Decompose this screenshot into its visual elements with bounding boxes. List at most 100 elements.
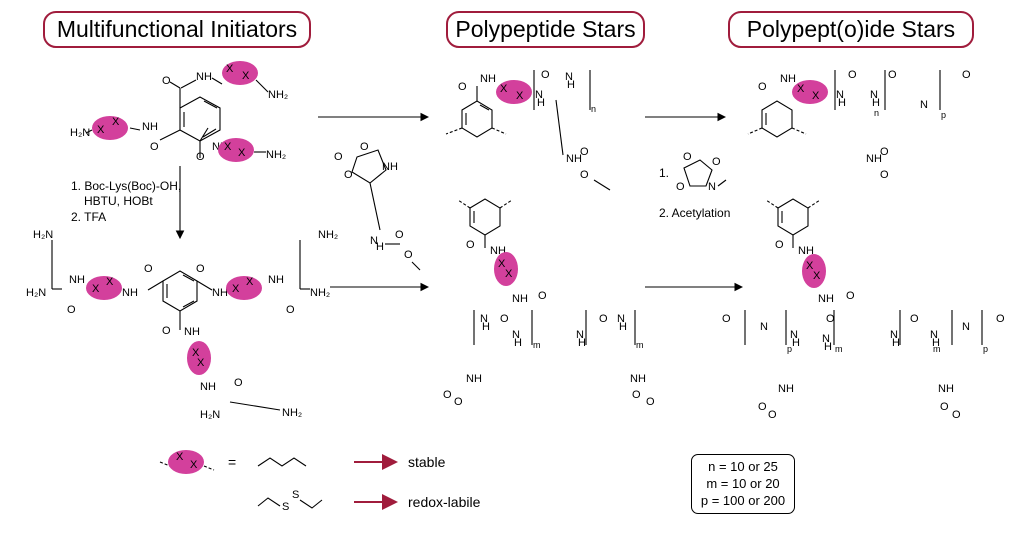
condition-step1: 1. Boc-Lys(Boc)-OH, xyxy=(71,179,181,193)
p-values: p = 100 or 200 xyxy=(700,493,786,508)
svg-text:O: O xyxy=(541,69,550,81)
svg-text:O: O xyxy=(404,249,413,261)
legend-redox-labile: redox-labile xyxy=(408,494,481,510)
svg-text:O: O xyxy=(67,304,76,316)
svg-text:NH₂: NH₂ xyxy=(318,229,338,241)
svg-text:O: O xyxy=(196,263,205,275)
svg-text:O: O xyxy=(360,141,369,153)
condition-step2: 2. TFA xyxy=(71,210,106,224)
svg-text:H: H xyxy=(792,337,800,349)
condition-step1b: HBTU, HOBt xyxy=(84,194,153,208)
svg-text:H: H xyxy=(376,241,384,253)
svg-text:X: X xyxy=(238,147,246,159)
linker-legend: X X = stable S S redox-labile xyxy=(159,450,481,513)
svg-text:NH: NH xyxy=(382,161,398,173)
legend-stable: stable xyxy=(408,454,446,470)
header-polypeptoide-stars: Polypept(o)ide Stars xyxy=(728,11,974,48)
svg-text:O: O xyxy=(395,229,404,241)
degree-of-polymerization-box: n = 10 or 25 m = 10 or 20 p = 100 or 200 xyxy=(691,454,795,514)
polypeptide-star-top: O NH X X N H O N H n NH O O xyxy=(445,69,611,191)
svg-text:H₂N: H₂N xyxy=(33,229,53,241)
svg-text:X: X xyxy=(224,141,232,153)
svg-text:N: N xyxy=(512,329,520,341)
svg-text:N: N xyxy=(790,329,798,341)
svg-text:N: N xyxy=(920,99,928,111)
svg-text:X: X xyxy=(112,116,120,128)
svg-text:N: N xyxy=(822,333,830,345)
svg-text:O: O xyxy=(443,389,452,401)
svg-text:NH: NH xyxy=(212,287,228,299)
svg-text:N: N xyxy=(480,313,488,325)
svg-text:H: H xyxy=(567,79,575,91)
svg-text:X: X xyxy=(176,451,184,463)
svg-text:X: X xyxy=(232,283,240,295)
svg-text:O: O xyxy=(538,290,547,302)
svg-text:NH: NH xyxy=(778,383,794,395)
svg-text:NH: NH xyxy=(512,293,528,305)
svg-text:O: O xyxy=(144,263,153,275)
svg-text:H₂N: H₂N xyxy=(26,287,46,299)
svg-text:O: O xyxy=(150,141,159,153)
svg-text:NH: NH xyxy=(69,274,85,286)
svg-text:O: O xyxy=(775,239,784,251)
svg-text:NH: NH xyxy=(630,373,646,385)
svg-text:H: H xyxy=(838,97,846,109)
svg-text:H: H xyxy=(619,321,627,333)
svg-text:H: H xyxy=(932,337,940,349)
svg-text:NH₂: NH₂ xyxy=(310,287,330,299)
svg-text:O: O xyxy=(646,396,655,408)
svg-text:NH₂: NH₂ xyxy=(268,89,288,101)
sarcosine-nca-monomer: O O O N xyxy=(676,151,727,193)
svg-text:N: N xyxy=(576,329,584,341)
svg-text:O: O xyxy=(580,169,589,181)
svg-text:p: p xyxy=(787,344,792,354)
svg-text:NH: NH xyxy=(566,153,582,165)
svg-text:O: O xyxy=(758,401,767,413)
svg-text:p: p xyxy=(941,110,946,120)
svg-text:X: X xyxy=(226,63,234,75)
svg-text:O: O xyxy=(599,313,608,325)
svg-text:n: n xyxy=(591,104,596,114)
initiator-molecule: O NH X X NH₂ NH X X H₂N O O NH X X NH₂ xyxy=(70,61,288,163)
svg-text:N: N xyxy=(836,89,844,101)
svg-text:NH: NH xyxy=(466,373,482,385)
svg-text:O: O xyxy=(632,389,641,401)
svg-text:X: X xyxy=(92,283,100,295)
svg-text:O: O xyxy=(880,146,889,158)
svg-text:O: O xyxy=(162,325,171,337)
svg-text:X: X xyxy=(806,260,814,272)
svg-text:H: H xyxy=(514,337,522,349)
svg-text:N: N xyxy=(708,181,716,193)
svg-text:O: O xyxy=(962,69,971,81)
svg-text:NH₂: NH₂ xyxy=(282,407,302,419)
svg-text:H: H xyxy=(537,97,545,109)
svg-text:NH: NH xyxy=(268,274,284,286)
svg-text:O: O xyxy=(910,313,919,325)
svg-text:X: X xyxy=(197,357,205,369)
svg-text:NH: NH xyxy=(866,153,882,165)
svg-text:O: O xyxy=(234,377,243,389)
svg-text:X: X xyxy=(797,83,805,95)
svg-text:O: O xyxy=(344,169,353,181)
svg-text:N: N xyxy=(870,89,878,101)
svg-text:O: O xyxy=(712,156,721,168)
svg-text:X: X xyxy=(190,459,198,471)
svg-text:N: N xyxy=(962,321,970,333)
svg-text:H: H xyxy=(892,337,900,349)
svg-text:X: X xyxy=(500,83,508,95)
svg-text:H: H xyxy=(824,341,832,353)
svg-text:O: O xyxy=(768,409,777,421)
svg-text:X: X xyxy=(192,347,200,359)
svg-text:p: p xyxy=(983,344,988,354)
svg-text:N: N xyxy=(370,235,378,247)
svg-text:O: O xyxy=(676,181,685,193)
svg-text:S: S xyxy=(292,489,299,501)
svg-text:X: X xyxy=(516,90,524,102)
linker-pill xyxy=(222,61,258,85)
lysine-nca-monomer: O NH O O N H O O xyxy=(334,141,421,271)
header-multifunctional-initiators: Multifunctional Initiators xyxy=(43,11,311,48)
svg-text:X: X xyxy=(106,276,114,288)
svg-text:O: O xyxy=(848,69,857,81)
svg-text:N: N xyxy=(535,89,543,101)
svg-text:O: O xyxy=(952,409,961,421)
